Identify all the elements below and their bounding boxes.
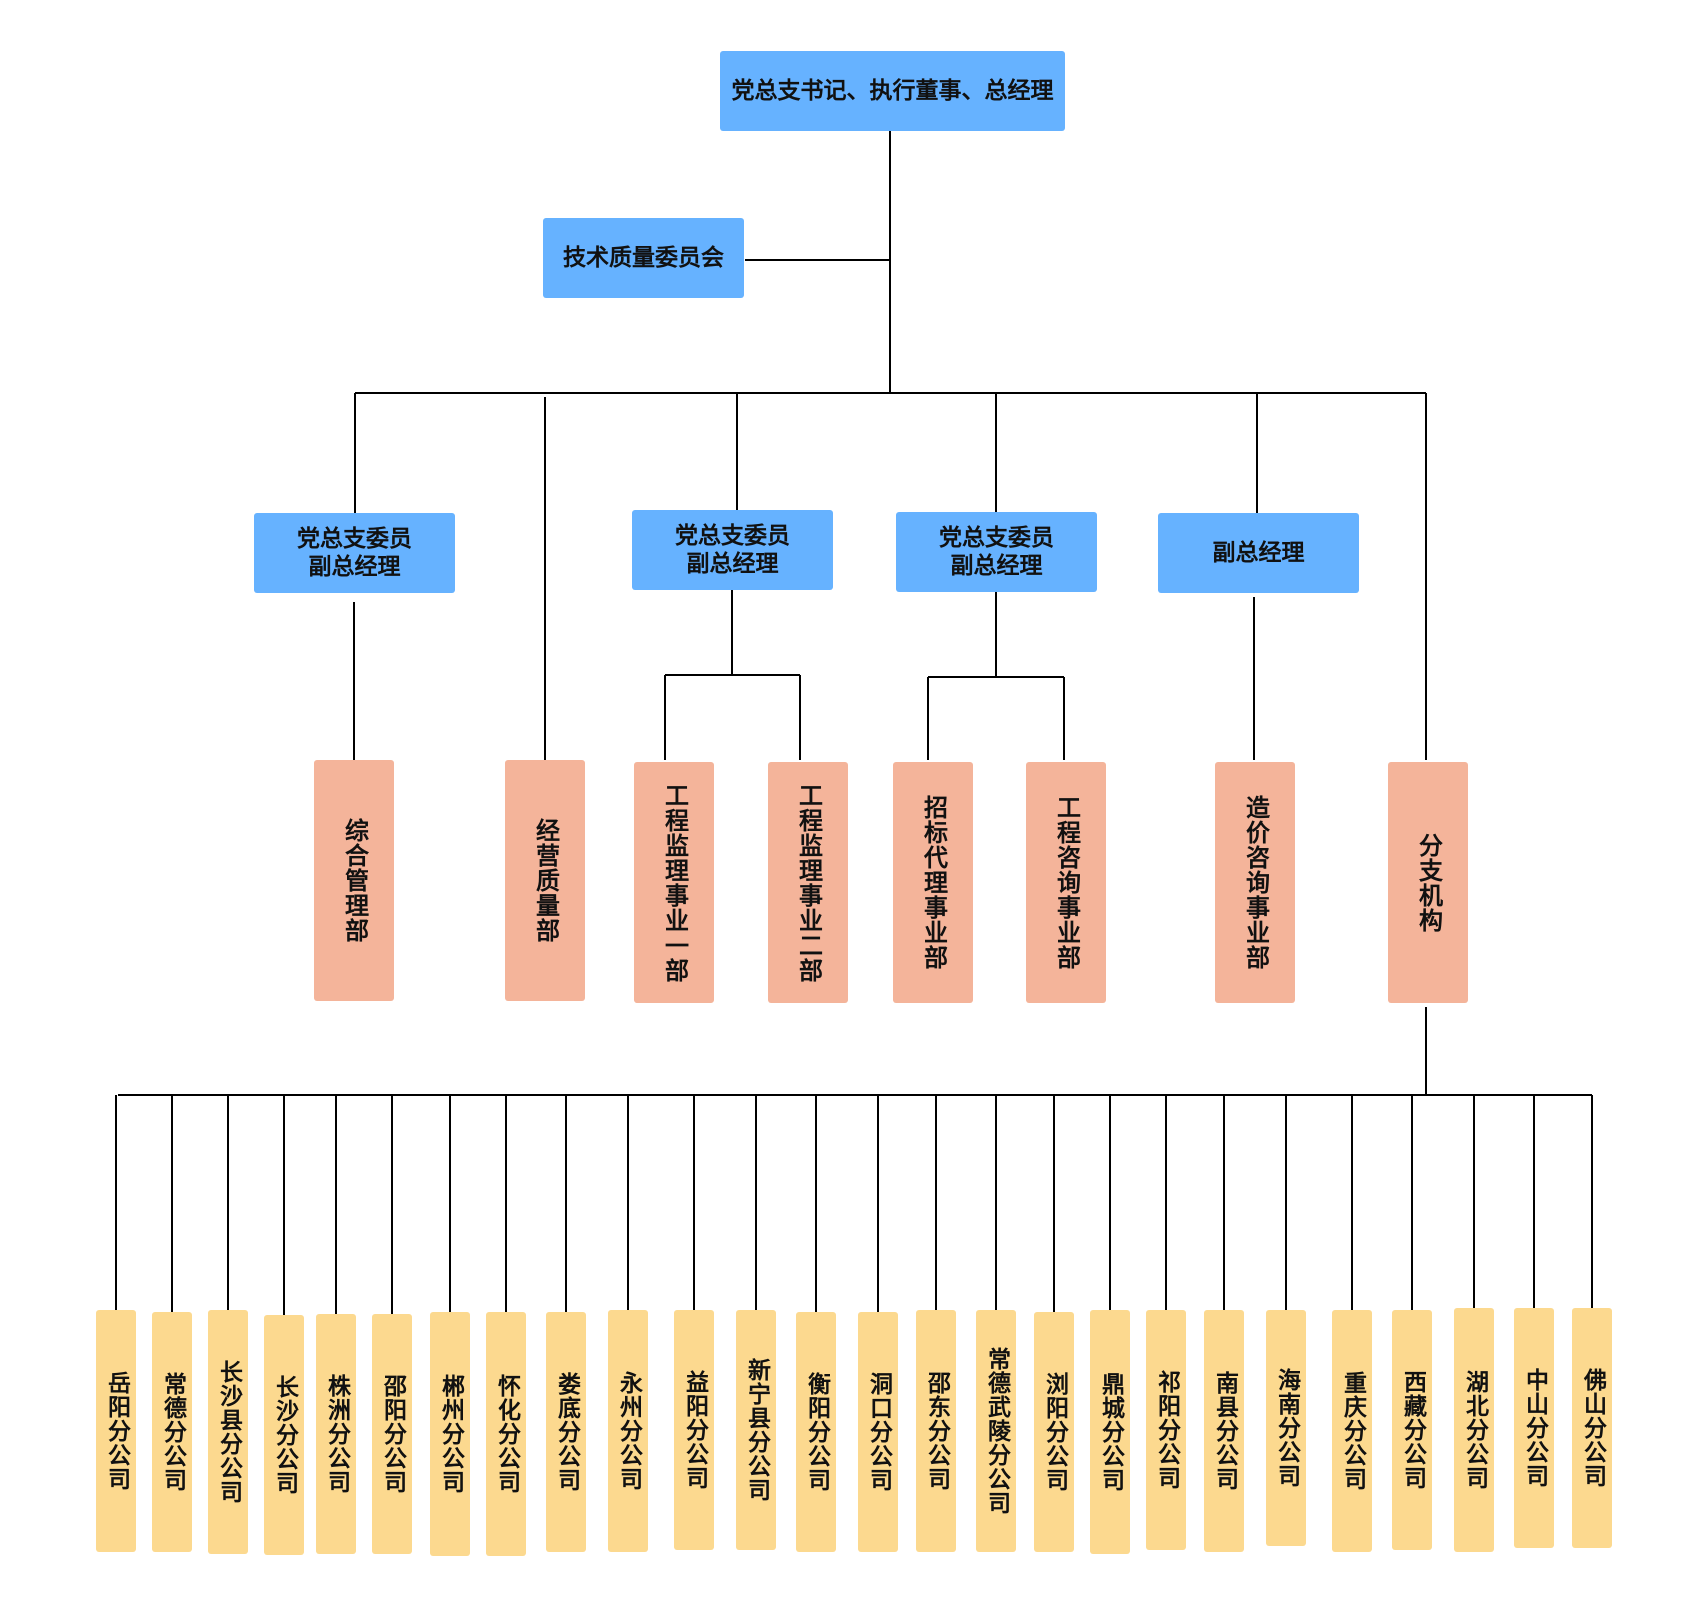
manager-label: 党总支委员 副总经理 [297, 526, 412, 580]
department-label: 工程咨询事业部 [1052, 795, 1081, 970]
department-box-bidding-agency: 招标代理事业部 [893, 762, 973, 1003]
branch-label: 浏阳分公司 [1041, 1372, 1068, 1492]
branch-label: 常德分公司 [159, 1372, 186, 1492]
branch-label: 长沙县分公司 [215, 1360, 242, 1504]
department-label: 工程监理事业一部 [660, 782, 689, 983]
branch-box: 中山分公司 [1514, 1308, 1554, 1548]
department-box-cost-consulting: 造价咨询事业部 [1215, 762, 1295, 1003]
manager-box-2: 党总支委员 副总经理 [632, 510, 833, 590]
committee-label: 技术质量委员会 [563, 245, 724, 271]
department-box-branches: 分支机构 [1388, 762, 1468, 1003]
branch-box: 怀化分公司 [486, 1312, 526, 1556]
branch-box: 长沙分公司 [264, 1315, 304, 1555]
branch-label: 郴州分公司 [437, 1374, 464, 1494]
branch-label: 怀化分公司 [493, 1374, 520, 1494]
manager-box-3: 党总支委员 副总经理 [896, 512, 1097, 592]
branch-box: 郴州分公司 [430, 1312, 470, 1556]
branch-label: 洞口分公司 [865, 1372, 892, 1492]
branch-label: 岳阳分公司 [103, 1371, 130, 1491]
branch-box: 益阳分公司 [674, 1310, 714, 1550]
branch-box: 浏阳分公司 [1034, 1312, 1074, 1552]
branch-label: 衡阳分公司 [803, 1372, 830, 1492]
manager-label: 党总支委员 副总经理 [939, 525, 1054, 579]
branch-box: 佛山分公司 [1572, 1308, 1612, 1548]
branch-box: 永州分公司 [608, 1310, 648, 1552]
branch-label: 株洲分公司 [323, 1374, 350, 1494]
branch-box: 湖北分公司 [1454, 1308, 1494, 1552]
branch-box: 娄底分公司 [546, 1312, 586, 1552]
branch-box: 祁阳分公司 [1146, 1310, 1186, 1550]
department-box-supervision-1: 工程监理事业一部 [634, 762, 714, 1003]
branch-label: 娄底分公司 [553, 1372, 580, 1492]
branch-label: 长沙分公司 [271, 1375, 298, 1495]
branch-label: 永州分公司 [615, 1371, 642, 1491]
manager-label: 党总支委员 副总经理 [675, 523, 790, 577]
branch-box: 常德武陵分公司 [976, 1310, 1016, 1552]
department-label: 分支机构 [1414, 832, 1443, 933]
branch-box: 重庆分公司 [1332, 1310, 1372, 1552]
branch-label: 西藏分公司 [1399, 1370, 1426, 1490]
branch-box: 常德分公司 [152, 1312, 192, 1552]
top-executive-box: 党总支书记、执行董事、总经理 [720, 51, 1065, 131]
department-label: 综合管理部 [340, 818, 369, 943]
branch-label: 中山分公司 [1521, 1368, 1548, 1488]
branch-label: 祁阳分公司 [1153, 1370, 1180, 1490]
branch-label: 湖北分公司 [1461, 1370, 1488, 1490]
branch-box: 西藏分公司 [1392, 1310, 1432, 1550]
branch-label: 重庆分公司 [1339, 1371, 1366, 1491]
branch-box: 洞口分公司 [858, 1312, 898, 1552]
branch-box: 南县分公司 [1204, 1310, 1244, 1552]
branch-box: 长沙县分公司 [208, 1310, 248, 1554]
branch-box: 新宁县分公司 [736, 1310, 776, 1550]
branch-label: 海南分公司 [1273, 1368, 1300, 1488]
branch-box: 邵东分公司 [916, 1310, 956, 1552]
branch-box: 株洲分公司 [316, 1314, 356, 1554]
branch-box: 岳阳分公司 [96, 1310, 136, 1552]
branch-box: 海南分公司 [1266, 1310, 1306, 1546]
department-label: 造价咨询事业部 [1241, 795, 1270, 970]
branch-box: 鼎城分公司 [1090, 1310, 1130, 1554]
branch-box: 衡阳分公司 [796, 1312, 836, 1552]
department-box-engineering-consulting: 工程咨询事业部 [1026, 762, 1106, 1003]
manager-box-1: 党总支委员 副总经理 [254, 513, 455, 593]
committee-box: 技术质量委员会 [543, 218, 744, 298]
department-box-operations-quality: 经营质量部 [505, 760, 585, 1001]
branch-label: 益阳分公司 [681, 1370, 708, 1490]
branch-label: 南县分公司 [1211, 1371, 1238, 1491]
branch-label: 佛山分公司 [1579, 1368, 1606, 1488]
branch-label: 常德武陵分公司 [983, 1347, 1010, 1515]
department-box-general-management: 综合管理部 [314, 760, 394, 1001]
department-box-supervision-2: 工程监理事业二部 [768, 762, 848, 1003]
department-label: 经营质量部 [531, 818, 560, 943]
branch-label: 新宁县分公司 [743, 1358, 770, 1502]
branch-label: 鼎城分公司 [1097, 1372, 1124, 1492]
manager-box-4: 副总经理 [1158, 513, 1359, 593]
branch-box: 邵阳分公司 [372, 1314, 412, 1554]
branch-label: 邵东分公司 [923, 1371, 950, 1491]
department-label: 工程监理事业二部 [794, 782, 823, 983]
branch-label: 邵阳分公司 [379, 1374, 406, 1494]
top-executive-label: 党总支书记、执行董事、总经理 [731, 78, 1054, 104]
manager-label: 副总经理 [1212, 540, 1305, 566]
department-label: 招标代理事业部 [919, 795, 948, 970]
